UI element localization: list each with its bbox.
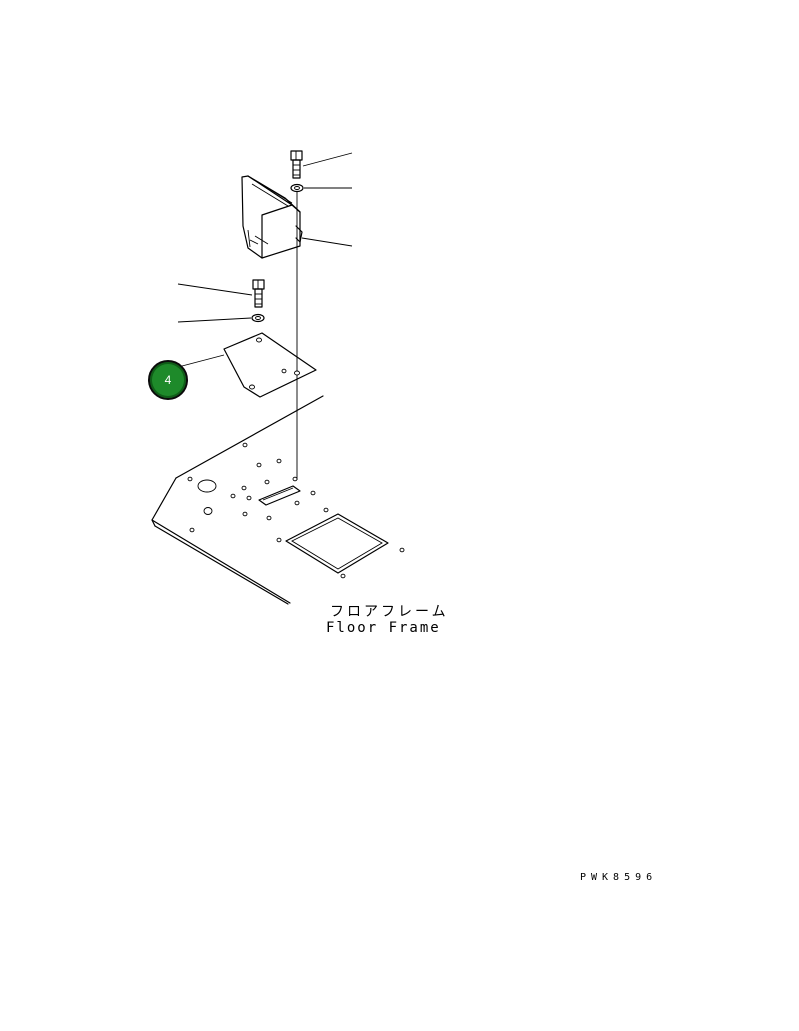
callout-part-4[interactable]: 4 xyxy=(148,360,188,400)
upper-bolt xyxy=(290,150,303,179)
floor-frame-label-en: Floor Frame xyxy=(326,620,441,636)
bracket xyxy=(241,175,303,259)
drawing-code: PWK8596 xyxy=(580,872,658,883)
lower-bolt xyxy=(252,279,265,308)
floor-frame xyxy=(151,395,405,605)
lower-washer xyxy=(251,313,265,323)
leader-line-lower-washer xyxy=(177,317,252,323)
plate xyxy=(223,332,317,398)
upper-washer xyxy=(290,183,304,193)
floor-frame-label-jp: フロアフレーム xyxy=(330,604,449,620)
leader-line-upper-bolt xyxy=(302,152,353,167)
leader-line-bracket xyxy=(301,237,353,247)
leader-line-plate xyxy=(181,354,225,367)
leader-line-lower-bolt xyxy=(177,283,253,296)
